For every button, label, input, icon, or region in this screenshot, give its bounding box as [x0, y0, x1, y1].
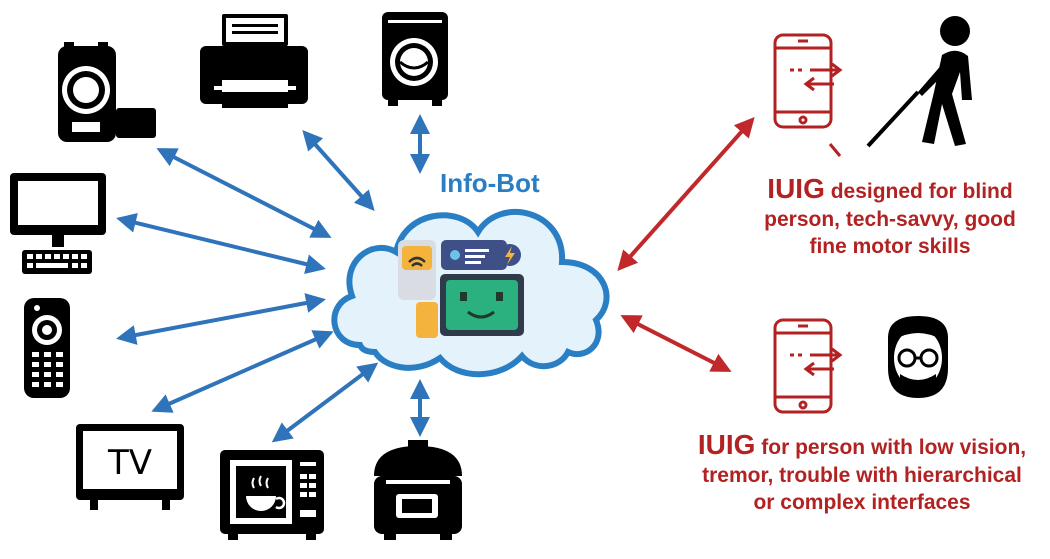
- line1: designed for blind: [824, 180, 1013, 203]
- arrow-user-1: [617, 117, 755, 271]
- robot-icon: [398, 240, 524, 338]
- user-arrows: [617, 117, 755, 372]
- smartphone-icon: [773, 33, 843, 157]
- camcorder-icon: [58, 42, 156, 142]
- desktop-computer-icon: [10, 173, 106, 274]
- arrow-tv: [151, 330, 334, 413]
- device-arrows: [116, 114, 430, 443]
- info-bot-title: Info-Bot: [440, 168, 540, 198]
- tv-icon: TV: [76, 424, 184, 510]
- printer-icon: [200, 14, 308, 108]
- microwave-icon: [220, 450, 324, 540]
- smartphone-icon: [773, 318, 843, 414]
- line2: tremor, trouble with hierarchical: [702, 463, 1022, 487]
- line2: person, tech-savvy, good: [764, 207, 1016, 231]
- arrow-microwave: [271, 362, 379, 443]
- arrow-remote: [116, 293, 326, 345]
- arrow-printer: [302, 130, 375, 211]
- user-2-description: IUIG for person with low vision, tremor,…: [676, 427, 1048, 517]
- info-bot-cloud: [331, 208, 610, 378]
- tv-label: TV: [107, 443, 152, 483]
- elderly-person-icon: [888, 316, 948, 398]
- user-1-description: IUIG designed for blind person, tech-sav…: [735, 171, 1045, 261]
- rice-cooker-icon: [374, 440, 462, 540]
- arrow-computer: [116, 213, 326, 274]
- washing-machine-icon: [382, 12, 448, 106]
- blind-person-icon: [866, 16, 972, 148]
- arrow-camcorder: [156, 148, 332, 238]
- line1: for person with low vision,: [755, 436, 1027, 459]
- remote-control-icon: [24, 298, 70, 398]
- arrow-user-2: [620, 315, 732, 372]
- line3: fine motor skills: [809, 234, 971, 258]
- keyword: IUIG: [767, 173, 825, 204]
- line3: or complex interfaces: [753, 490, 971, 514]
- keyword: IUIG: [697, 429, 756, 460]
